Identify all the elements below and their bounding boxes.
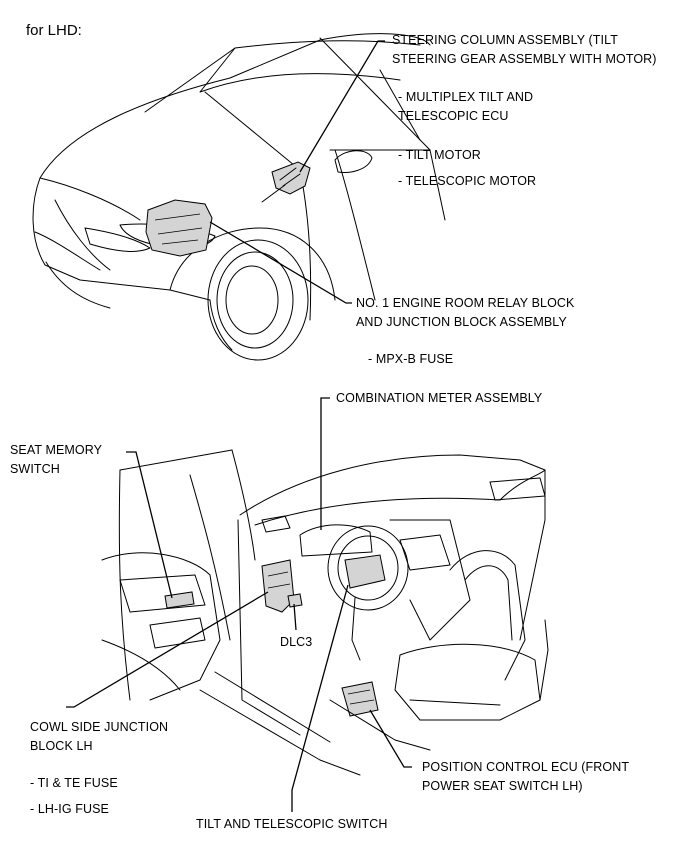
label-steering-column-assembly: STEERING COLUMN ASSEMBLY (TILT STEERING … (392, 33, 657, 66)
label-tilt-motor: - TILT MOTOR (398, 148, 481, 162)
label-cowl-side-junction: COWL SIDE JUNCTION BLOCK LH (30, 720, 169, 753)
leader-cowl-junction (66, 591, 269, 708)
label-ti-te-fuse: - TI & TE FUSE (30, 776, 118, 790)
label-dlc3: DLC3 (280, 635, 313, 649)
leader-dlc3 (293, 603, 297, 631)
label-telescopic-motor: - TELESCOPIC MOTOR (398, 174, 537, 188)
diagram-title: for LHD: (26, 22, 82, 39)
car-exterior-drawing (32, 33, 446, 361)
leader-seat-memory-switch (126, 451, 173, 599)
label-seat-memory-switch: SEAT MEMORY SWITCH (10, 443, 103, 476)
leader-relay-block (209, 221, 352, 304)
leader-combination-meter (320, 397, 330, 530)
cabin-interior-drawing (101, 449, 549, 776)
leader-tilt-switch (291, 584, 349, 812)
label-multiplex-ecu: - MULTIPLEX TILT AND TELESCOPIC ECU (398, 90, 534, 123)
label-lh-ig-fuse: - LH-IG FUSE (30, 802, 109, 816)
label-tilt-telescopic-switch: TILT AND TELESCOPIC SWITCH (196, 817, 388, 831)
label-position-control-ecu: POSITION CONTROL ECU (FRONT POWER SEAT S… (422, 760, 630, 793)
label-relay-block: NO. 1 ENGINE ROOM RELAY BLOCK AND JUNCTI… (356, 296, 575, 329)
label-mpx-fuse: - MPX-B FUSE (368, 352, 454, 366)
label-combination-meter: COMBINATION METER ASSEMBLY (336, 391, 543, 405)
leader-steering-column (299, 40, 385, 173)
leader-position-ecu (369, 709, 412, 768)
